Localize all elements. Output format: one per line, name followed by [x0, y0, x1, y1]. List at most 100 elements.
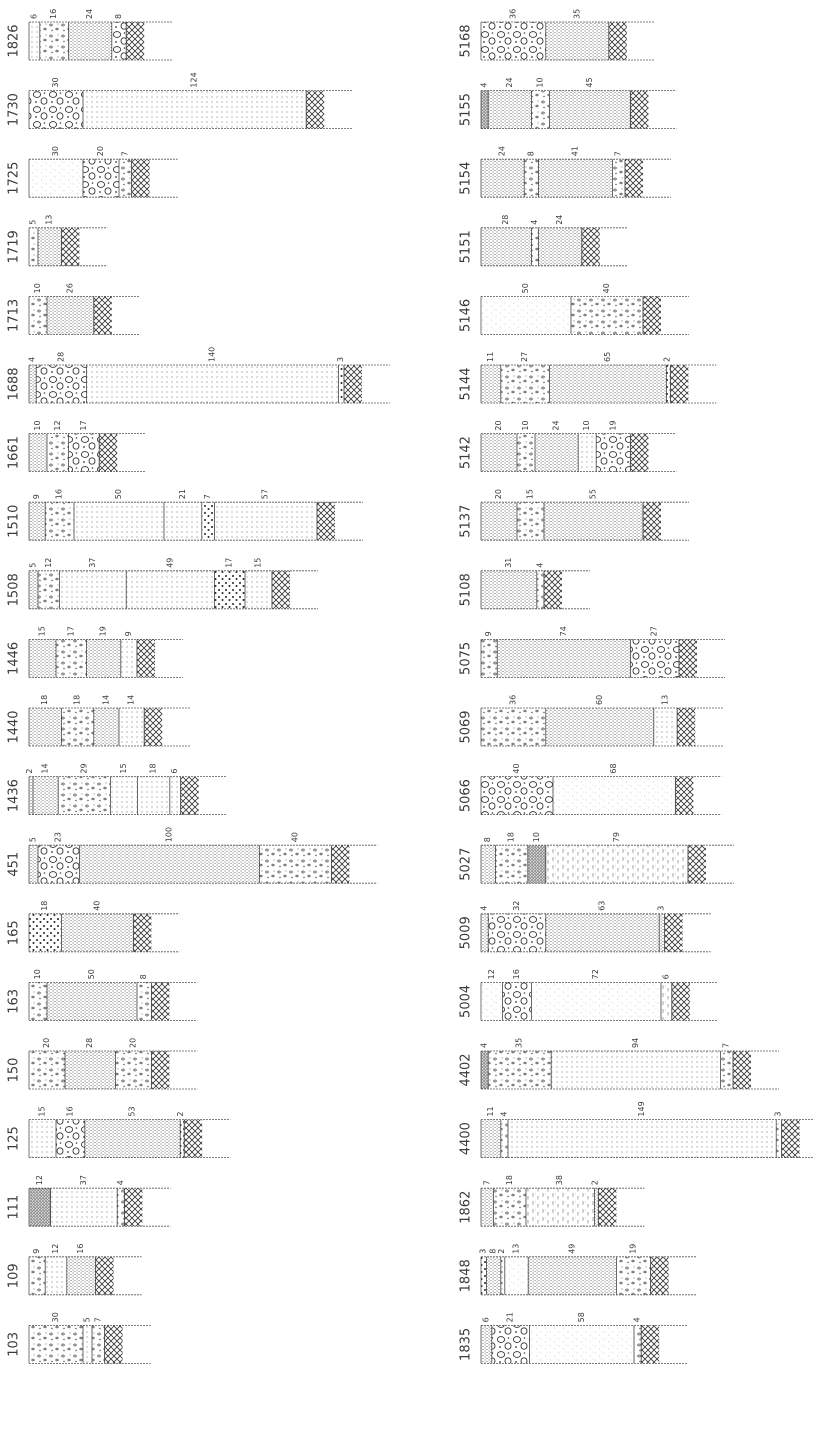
well-id-label: 1510 [7, 505, 22, 538]
layer-thickness-label: 3 [336, 357, 345, 362]
layer-gravel [531, 228, 538, 266]
well-id-label: 5069 [459, 710, 474, 743]
layer-fine [29, 159, 83, 197]
layer-silt [33, 777, 58, 815]
layer-silt [546, 708, 654, 746]
well-end-hatch [733, 1051, 751, 1089]
layer-thickness-label: 50 [87, 969, 96, 979]
layer-thickness-label: 18 [507, 832, 516, 842]
layer-thickness-label: 10 [33, 969, 42, 979]
layer-silt [481, 914, 488, 952]
layer-thickness-label: 79 [612, 832, 621, 842]
layer-thickness-label: 74 [559, 626, 568, 636]
layer-thickness-label: 40 [512, 763, 521, 773]
layer-gravel [137, 982, 151, 1020]
well-id-label: 5154 [459, 162, 474, 195]
layer-darkgravel [180, 1120, 184, 1158]
well-id-label: 5027 [459, 848, 474, 881]
well-id-label: 165 [7, 920, 22, 945]
layer-gravel [56, 639, 87, 677]
layer-thickness-label: 140 [208, 347, 217, 362]
layer-gravel [517, 434, 535, 472]
layer-gravel [495, 845, 527, 883]
layer-thickness-label: 8 [483, 837, 492, 842]
layer-thickness-label: 63 [598, 901, 607, 911]
well-end-hatch [344, 365, 362, 403]
layer-thickness-label: 4 [499, 1112, 508, 1117]
layer-gravel [29, 228, 38, 266]
well-log-150: 150202820 [7, 1038, 198, 1089]
well-end-hatch [306, 91, 324, 129]
layer-silt [539, 159, 613, 197]
well-id-label: 1730 [7, 93, 22, 126]
layer-sand [137, 777, 169, 815]
layer-sand [508, 1120, 776, 1158]
well-id-label: 1440 [7, 710, 22, 743]
well-end-hatch [670, 365, 688, 403]
layer-silt [29, 639, 56, 677]
layer-cobble [38, 845, 79, 883]
layer-cobble [112, 22, 126, 60]
layer-darkgravel [202, 502, 215, 540]
layer-thickness-label: 60 [595, 695, 604, 705]
layer-sand [74, 502, 164, 540]
well-end-hatch [675, 777, 693, 815]
layer-thickness-label: 124 [190, 72, 199, 87]
layer-thickness-label: 5 [29, 220, 38, 225]
layer-thickness-label: 9 [124, 631, 133, 636]
layer-dash [661, 982, 672, 1020]
layer-thickness-label: 14 [41, 763, 50, 773]
layer-sand [164, 502, 202, 540]
layer-thickness-label: 40 [602, 283, 611, 293]
layer-gravel [494, 1188, 526, 1226]
layer-thickness-label: 40 [290, 832, 299, 842]
layer-gravel [119, 159, 132, 197]
layer-cobble [29, 91, 83, 129]
layer-thickness-label: 58 [577, 1312, 586, 1322]
layer-sand [119, 708, 144, 746]
well-end-hatch [94, 296, 112, 334]
layer-gravel [29, 296, 47, 334]
layer-thickness-label: 15 [38, 626, 47, 636]
layer-silt [481, 1120, 501, 1158]
layer-gravel [720, 1051, 733, 1089]
layer-thickness-label: 20 [42, 1038, 51, 1048]
layer-sand [110, 777, 137, 815]
well-id-label: 111 [7, 1195, 22, 1220]
well-id-label: 150 [7, 1058, 22, 1083]
layer-gravel [517, 502, 544, 540]
layer-thickness-label: 7 [120, 151, 129, 156]
well-log-5151: 515128424 [459, 215, 628, 266]
layer-thickness-label: 24 [552, 420, 561, 430]
layer-fine [481, 296, 571, 334]
layer-thickness-label: 2 [497, 1249, 506, 1254]
well-log-5004: 50041216726 [459, 969, 718, 1020]
layer-silt [65, 1051, 115, 1089]
layer-dash [526, 1188, 594, 1226]
well-id-label: 1508 [7, 573, 22, 606]
layer-gravel [47, 434, 69, 472]
well-id-label: 1688 [7, 367, 22, 400]
well-id-label: 1848 [459, 1259, 474, 1292]
layer-thickness-label: 30 [51, 1312, 60, 1322]
layer-thickness-label: 7 [482, 1180, 491, 1185]
layer-gravel [29, 1325, 83, 1363]
layer-gravel [29, 982, 47, 1020]
layer-thickness-label: 15 [38, 1106, 47, 1116]
layer-gravel [92, 1325, 105, 1363]
layer-thickness-label: 72 [591, 969, 600, 979]
well-id-label: 5146 [459, 299, 474, 332]
layer-silt [549, 365, 666, 403]
layer-thickness-label: 20 [96, 146, 105, 156]
layer-sand [126, 571, 214, 609]
layer-silt [29, 434, 47, 472]
layer-gravel [776, 1120, 781, 1158]
